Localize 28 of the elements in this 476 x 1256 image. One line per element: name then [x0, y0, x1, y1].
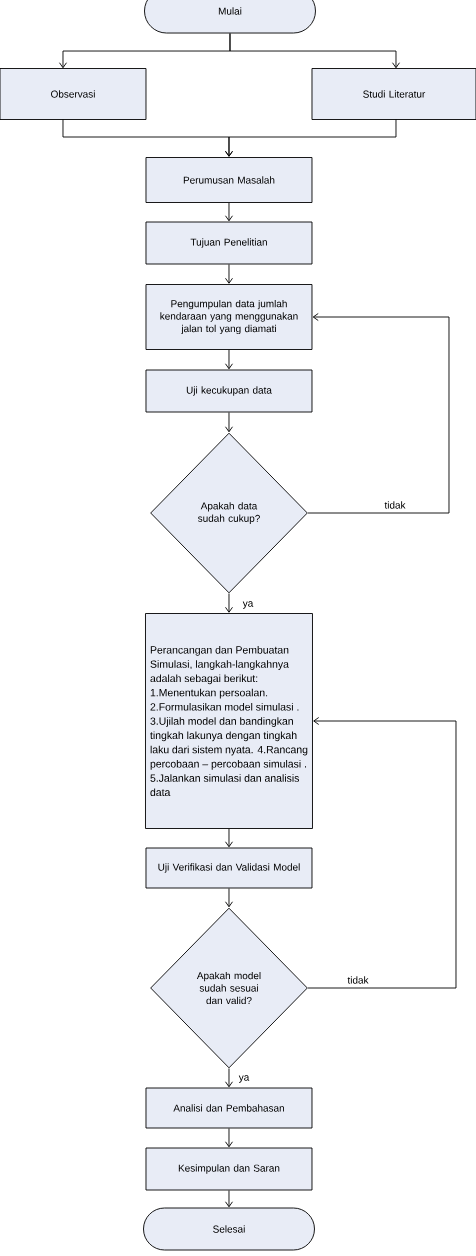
arrow	[225, 1190, 233, 1208]
process-box: Perancangan dan Pembuatan Simulasi, langkah-langkahnya adalah sebagai berikut: 1.Menentukan persoalan. 2.Formulasikan model simulasi . 3.Ujilah model dan bandingkan tingkah lakunya dengan tingkah laku dari sistem nyata. 4.Rancang percobaan – percobaan simulasi . 5.Jalankan simulasi dan analisis data	[145, 613, 313, 829]
arrow	[225, 1128, 233, 1148]
arrow	[225, 119, 397, 157]
arrow	[225, 1068, 233, 1088]
process-box: Perumusan Masalah	[145, 157, 313, 203]
edge-label: tidak	[383, 500, 407, 510]
process-box: Studi Literatur	[311, 68, 476, 120]
process-box: Tujuan Penelitian	[145, 221, 313, 265]
arrow	[225, 412, 233, 433]
edge-label: tidak	[346, 975, 370, 985]
process-box: Kesimpulan dan Saran	[145, 1147, 313, 1191]
process-box: Uji Verifikasi dan Validasi Model	[145, 847, 313, 889]
arrow	[225, 593, 233, 613]
arrow	[307, 313, 450, 514]
arrow	[225, 202, 233, 222]
process-box: Analisi dan Pembahasan	[145, 1087, 313, 1129]
process-box: Pengumpulan data jumlah kendaraan yang menggunakan jalan tol yang diamati	[145, 284, 313, 350]
edge-label: ya	[241, 600, 255, 610]
arrow	[225, 264, 233, 284]
arrow	[307, 717, 457, 989]
process-box: Observasi	[0, 68, 147, 120]
process-box: Uji kecukupan data	[145, 369, 313, 413]
arrow	[229, 33, 400, 69]
edge-label: ya	[237, 1074, 251, 1084]
arrow	[225, 888, 233, 908]
arrow	[225, 349, 233, 370]
arrow	[225, 828, 233, 848]
